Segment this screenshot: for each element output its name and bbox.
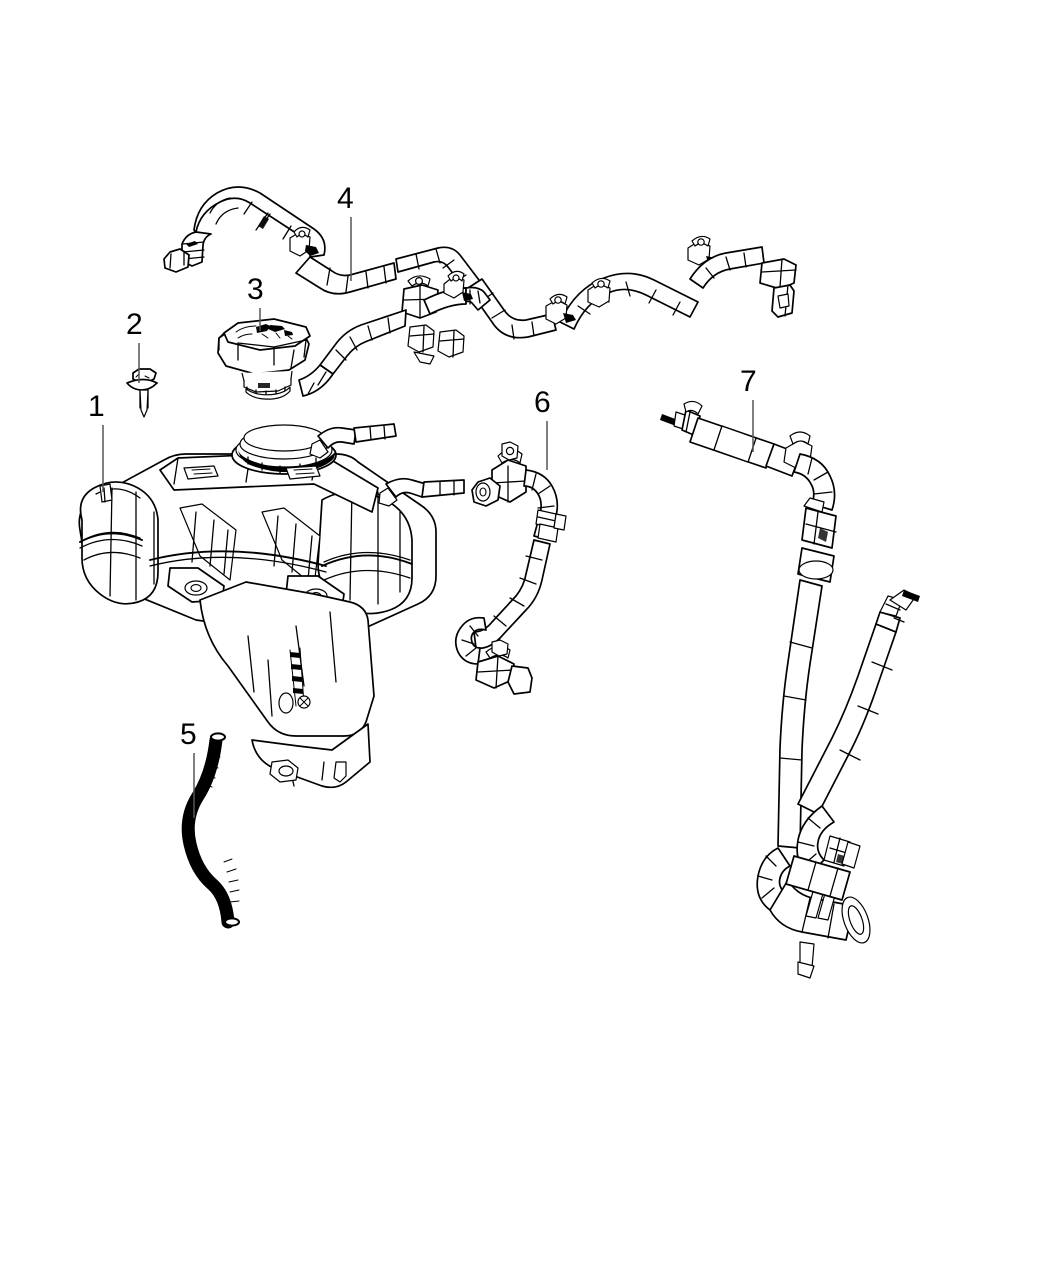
hose-clip-2 [545,293,576,325]
callout-label-5: 5 [180,718,197,751]
callout-label-6: 6 [534,386,551,419]
part-pressure-cap [217,318,311,400]
part-vent-hose [181,732,240,929]
callout-label-3: 3 [247,273,264,306]
callout-label-1: 1 [88,390,105,423]
hose-clip [289,226,319,257]
callout-label-7: 7 [740,365,757,398]
part-coolant-hose-6 [454,441,567,695]
part-upper-coolant-hose [163,186,797,397]
hose-clip-3 [587,277,611,308]
callout-leader-lines [102,217,754,818]
part-coolant-hose-7 [660,400,920,979]
callout-label-4: 4 [337,182,354,215]
part-coolant-recovery-bottle [78,423,465,789]
part-screw [126,368,158,418]
filler-neck [231,424,337,475]
callout-label-2: 2 [126,308,143,341]
